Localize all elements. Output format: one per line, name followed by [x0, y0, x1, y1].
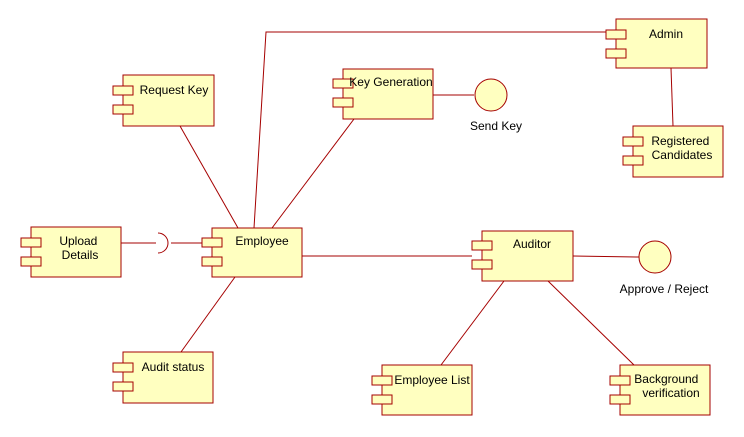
connector-request-key-employee	[179, 125, 239, 229]
component-registered-candidates[interactable]: Registered Candidates	[622, 125, 724, 178]
connector-auditor-background-verification	[547, 280, 635, 366]
component-audit-status[interactable]: Audit status	[112, 351, 214, 404]
component-employee[interactable]: Employee	[201, 227, 303, 278]
component-label: Audit status	[142, 360, 205, 374]
component-tab-icon	[609, 375, 631, 386]
required-interface-socket	[157, 232, 169, 254]
component-upload-details[interactable]: Upload Details	[20, 226, 122, 278]
component-tab-icon	[112, 381, 134, 392]
component-tab-icon	[471, 240, 493, 251]
connector-employee-audit-status	[180, 276, 236, 353]
component-tab-icon	[332, 78, 354, 89]
component-tab-icon	[622, 155, 644, 166]
component-tab-icon	[201, 256, 223, 267]
connector-employee-admin	[253, 31, 616, 229]
component-key-generation[interactable]: Key Generation	[332, 68, 434, 120]
component-body	[381, 364, 473, 416]
component-tab-icon	[609, 394, 631, 405]
component-tab-icon	[20, 256, 42, 267]
component-tab-icon	[371, 375, 393, 386]
component-tab-icon	[112, 362, 134, 373]
interface-lollipop-icon	[638, 240, 672, 274]
connector-key-generation-employee	[271, 118, 355, 229]
component-admin[interactable]: Admin	[605, 18, 708, 69]
component-label: Admin	[649, 27, 683, 41]
interface-send-key[interactable]: Send Key	[470, 78, 522, 133]
connector-auditor-approve-reject	[572, 255, 640, 258]
component-label: Employee	[235, 234, 289, 248]
interface-label: Send Key	[470, 119, 522, 133]
component-label: Employee List	[394, 373, 470, 387]
component-label: Background verification	[634, 372, 701, 400]
component-label: Upload Details	[59, 234, 100, 262]
component-label: Key Generation	[349, 75, 432, 89]
component-tab-icon	[605, 48, 627, 59]
interface-approve-reject[interactable]: Approve / Reject	[620, 240, 709, 296]
component-body	[342, 68, 434, 120]
component-tab-icon	[605, 29, 627, 40]
component-tab-icon	[332, 97, 354, 108]
component-body	[30, 226, 122, 278]
component-body	[122, 351, 214, 404]
component-body	[619, 364, 711, 416]
component-background-verification[interactable]: Background verification	[609, 364, 711, 416]
component-request-key[interactable]: Request Key	[112, 74, 215, 127]
component-body	[122, 74, 215, 127]
connectors	[121, 31, 674, 366]
component-tab-icon	[622, 136, 644, 147]
connector-auditor-employee-list	[440, 280, 505, 366]
component-tab-icon	[201, 237, 223, 248]
component-auditor[interactable]: Auditor	[471, 230, 574, 282]
component-label: Request Key	[140, 83, 209, 97]
interface-label: Approve / Reject	[620, 282, 709, 296]
component-tab-icon	[112, 85, 134, 96]
component-tab-icon	[20, 237, 42, 248]
component-tab-icon	[371, 394, 393, 405]
component-tab-icon	[471, 259, 493, 270]
connector-admin-registered-candidates	[670, 67, 674, 127]
component-body	[211, 227, 303, 278]
component-tab-icon	[112, 104, 134, 115]
interface-lollipop-icon	[474, 78, 508, 112]
component-label: Auditor	[513, 237, 551, 251]
component-body	[615, 18, 708, 69]
component-label: Registered Candidates	[651, 134, 712, 162]
component-body	[481, 230, 574, 282]
component-body	[632, 125, 724, 178]
component-employee-list[interactable]: Employee List	[371, 364, 473, 416]
